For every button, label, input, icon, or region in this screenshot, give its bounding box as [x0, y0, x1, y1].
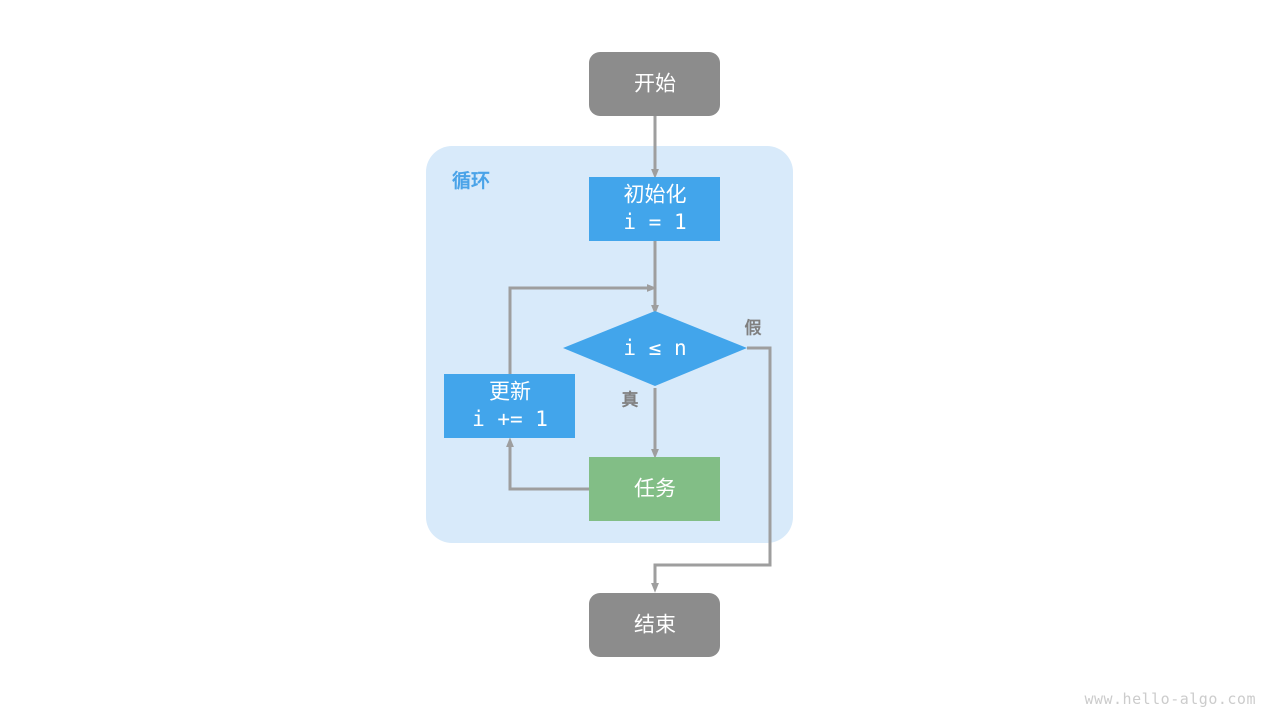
edge-label-false: 假	[745, 317, 762, 337]
edge-label-true: 真	[622, 389, 639, 409]
edge-cond-false-to-end	[651, 346, 772, 593]
edge-task-to-update	[506, 437, 589, 491]
node-task-label: 任务	[634, 478, 676, 501]
node-update-label-line2: i += 1	[472, 407, 548, 431]
node-task[interactable]	[589, 457, 720, 521]
node-update-label-line1: 更新	[489, 381, 531, 404]
node-condition-label: i ≤ n	[623, 336, 686, 360]
node-init-label-line2: i = 1	[623, 210, 686, 234]
loop-group-label: 循环	[452, 169, 490, 192]
node-init-label-line1: 初始化	[624, 184, 687, 207]
node-init[interactable]	[589, 177, 720, 241]
watermark: www.hello-algo.com	[1084, 690, 1256, 708]
node-update[interactable]	[444, 374, 575, 438]
edge-update-to-cond	[508, 284, 657, 374]
node-end[interactable]	[589, 593, 720, 657]
node-start[interactable]	[589, 52, 720, 116]
node-condition[interactable]	[563, 311, 747, 386]
node-end-label: 结束	[634, 614, 676, 637]
node-start-label: 开始	[634, 73, 676, 96]
